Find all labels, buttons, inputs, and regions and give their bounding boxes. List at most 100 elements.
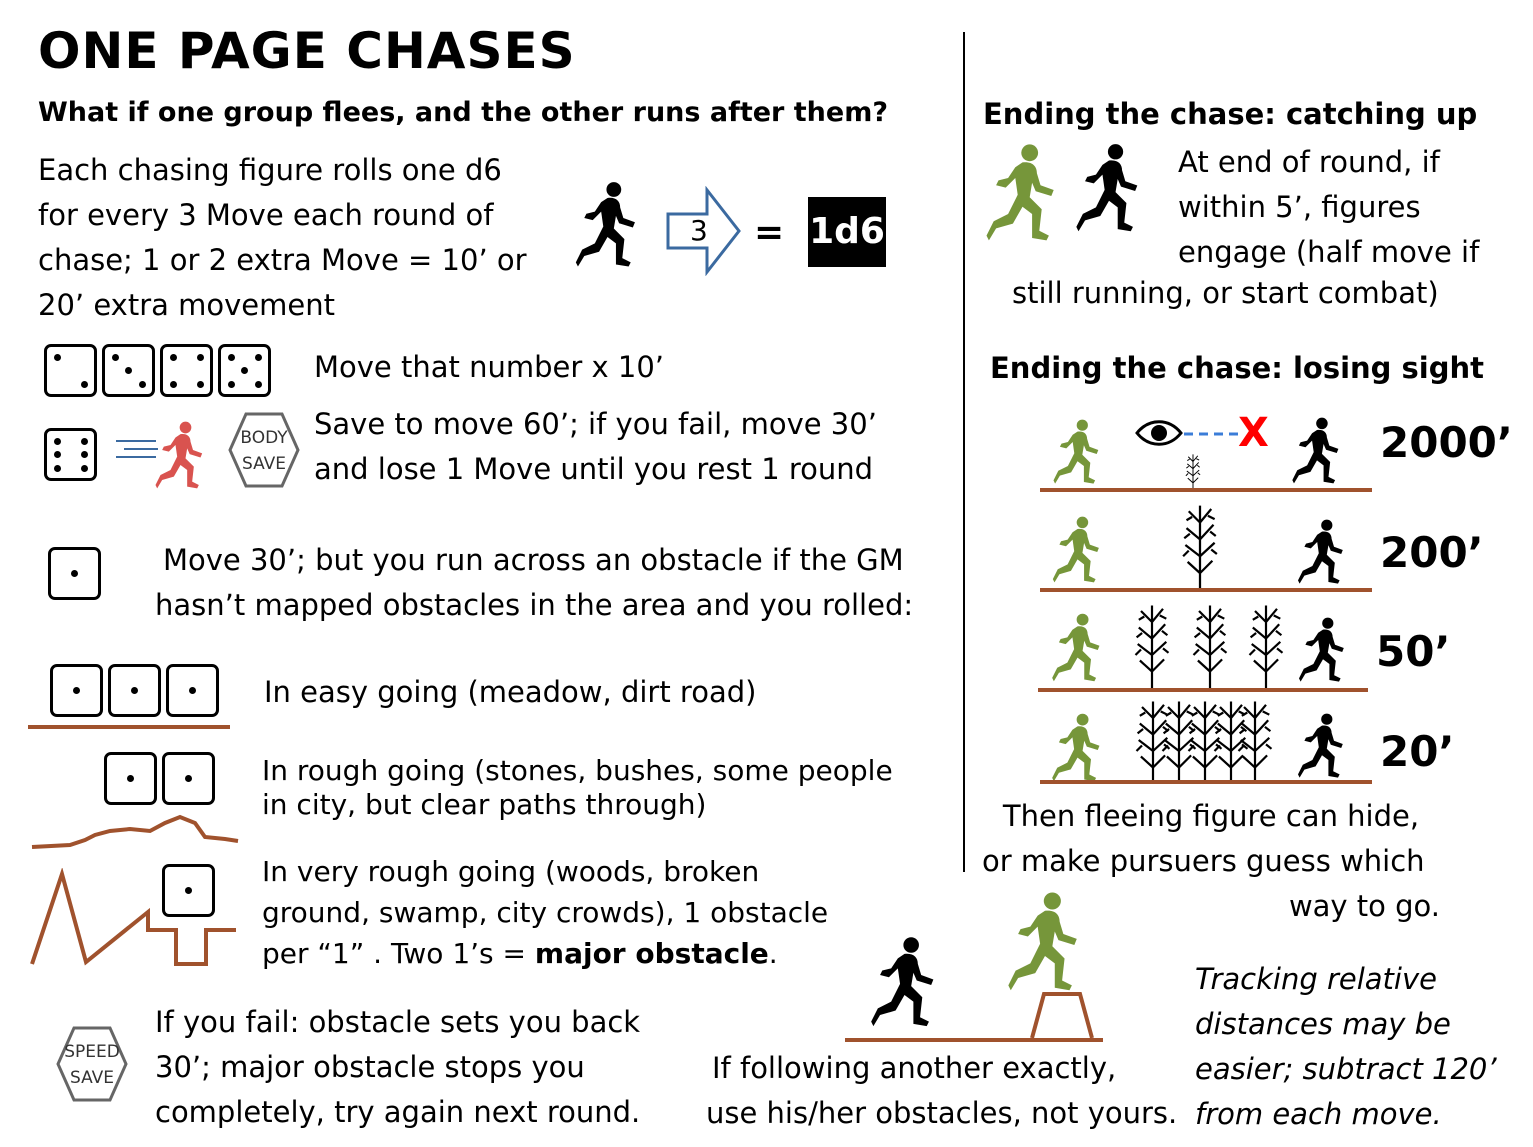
- catching-last-line: still running, or start combat): [1012, 276, 1439, 310]
- bush-icon: [1181, 504, 1219, 590]
- bush-icon: [1134, 604, 1170, 688]
- column-divider: [963, 32, 965, 872]
- easy-going-text: In easy going (meadow, dirt road): [264, 675, 757, 709]
- major-obstacle-term: major obstacle: [534, 937, 769, 970]
- fail-rule-line: completely, try again next round.: [155, 1095, 641, 1129]
- fail-rule-line: 30’; major obstacle stops you: [155, 1050, 585, 1084]
- die-six-icon: [44, 428, 97, 481]
- distance-label: 200’: [1380, 528, 1484, 577]
- very-rough-line: In very rough going (woods, broken: [262, 855, 760, 888]
- intro-line: 20’ extra movement: [38, 288, 335, 322]
- speed-save-hex-icon: [56, 1026, 128, 1102]
- bush-icon: [1185, 453, 1201, 490]
- six-rule-line: and lose 1 Move until you rest 1 round: [314, 452, 874, 486]
- runner-green-icon: [1053, 419, 1099, 484]
- rough-going-line: in city, but clear paths through): [262, 788, 707, 821]
- rough-going-line: In rough going (stones, bushes, some peo…: [262, 754, 893, 787]
- speed-save-line: SAVE: [69, 1068, 115, 1088]
- move-arrow-icon: [666, 186, 741, 276]
- losing-after-line: or make pursuers guess which: [982, 844, 1425, 878]
- lost-sight-mark: X: [1238, 410, 1269, 456]
- runner-green-icon: [1052, 713, 1100, 782]
- one-rule-text: Move 30’; but you run across an obstacle…: [155, 538, 913, 628]
- very-rough-line: ground, swamp, city crowds), 1 obstacle: [262, 896, 829, 929]
- fail-rule-text: If you fail: obstacle sets you back 30’;…: [155, 1000, 640, 1135]
- tracking-line: easier; subtract 120’: [1195, 1052, 1497, 1086]
- tracking-line: from each move.: [1195, 1097, 1442, 1131]
- fail-rule-line: If you fail: obstacle sets you back: [155, 1005, 641, 1039]
- speed-save-label: SPEED SAVE: [56, 1039, 128, 1091]
- die-one-icon: [166, 664, 219, 717]
- bush-icon: [1192, 604, 1228, 688]
- ground-line: [1040, 780, 1372, 784]
- die-three-icon: [102, 344, 155, 397]
- losing-after-line: Then fleeing figure can hide,: [1002, 799, 1420, 833]
- arrow-number: 3: [690, 214, 708, 247]
- d6-label-box: 1d6: [808, 197, 886, 267]
- die-two-icon: [44, 344, 97, 397]
- rough-going-text: In rough going (stones, bushes, some peo…: [262, 751, 893, 825]
- die-five-icon: [218, 344, 271, 397]
- die-four-icon: [160, 344, 213, 397]
- equals-sign: =: [754, 212, 785, 253]
- intro-line: Each chasing figure rolls one d6: [38, 153, 502, 187]
- rough-ground-icon: [31, 814, 239, 849]
- runner-black-icon: [1292, 417, 1339, 484]
- ground-line: [1040, 488, 1372, 492]
- very-rough-line-part: .: [768, 937, 778, 970]
- body-save-line: BODY: [240, 428, 288, 448]
- body-save-line: SAVE: [241, 454, 287, 474]
- catching-line: engage (half move if: [1178, 235, 1480, 269]
- very-rough-line-part: per “1” . Two 1’s =: [262, 937, 535, 970]
- ground-line: [1040, 588, 1372, 592]
- page-title: ONE PAGE CHASES: [38, 22, 576, 80]
- flat-ground-icon: [28, 725, 230, 729]
- eye-icon: [1135, 420, 1183, 446]
- very-rough-text: In very rough going (woods, broken groun…: [262, 851, 828, 974]
- catching-line: within 5’, figures: [1178, 190, 1421, 224]
- tracking-line: distances may be: [1195, 1007, 1451, 1041]
- losing-after-line: way to go.: [1288, 889, 1440, 923]
- ground-line: [1038, 688, 1368, 692]
- runner-green-icon: [986, 144, 1054, 241]
- following-ground-icon: [845, 1038, 1103, 1042]
- move-number-text: Move that number x 10’: [314, 350, 664, 384]
- six-rule-line: Save to move 60’; if you fail, move 30’: [314, 407, 877, 441]
- die-one-icon: [104, 752, 157, 805]
- runner-black-icon: [1076, 144, 1138, 232]
- runner-black-icon: [1298, 713, 1343, 778]
- distance-label: 20’: [1380, 727, 1455, 776]
- following-text: If following another exactly, use his/he…: [706, 1046, 1177, 1136]
- runner-black-icon: [575, 182, 635, 267]
- body-save-label: BODY SAVE: [228, 425, 300, 477]
- speed-lines-icon: [116, 440, 158, 458]
- body-save-hex-icon: [228, 412, 300, 488]
- distance-label: 50’: [1376, 627, 1451, 676]
- catching-heading: Ending the chase: catching up: [983, 97, 1478, 131]
- speed-save-line: SPEED: [64, 1042, 120, 1062]
- subtitle: What if one group flees, and the other r…: [38, 97, 888, 128]
- six-rule-text: Save to move 60’; if you fail, move 30’ …: [314, 402, 877, 492]
- catching-line: At end of round, if: [1178, 145, 1440, 179]
- following-line: use his/her obstacles, not yours.: [706, 1096, 1178, 1130]
- losing-after-text: Then fleeing figure can hide, or make pu…: [982, 794, 1440, 929]
- sight-line-icon: [1184, 432, 1238, 436]
- runner-black-icon: [1298, 519, 1343, 584]
- die-one-icon: [108, 664, 161, 717]
- tracking-line: Tracking relative: [1195, 962, 1437, 996]
- following-line: If following another exactly,: [712, 1051, 1117, 1085]
- runner-green-icon: [1052, 516, 1099, 583]
- losing-heading: Ending the chase: losing sight: [990, 351, 1484, 385]
- very-rough-line: per “1” . Two 1’s = major obstacle.: [262, 933, 828, 974]
- runner-green-icon: [1052, 613, 1100, 682]
- runner-red-icon: [155, 421, 203, 489]
- runner-black-icon: [871, 937, 934, 1027]
- distance-label: 2000’: [1380, 418, 1513, 467]
- bush-icon: [1237, 700, 1273, 784]
- die-one-icon: [50, 664, 103, 717]
- obstacle-icon: [1030, 992, 1094, 1039]
- intro-line: for every 3 Move each round of: [38, 198, 494, 232]
- die-one-icon: [162, 864, 215, 917]
- catching-text: At end of round, if within 5’, figures e…: [1178, 140, 1479, 275]
- bush-icon: [1248, 604, 1284, 688]
